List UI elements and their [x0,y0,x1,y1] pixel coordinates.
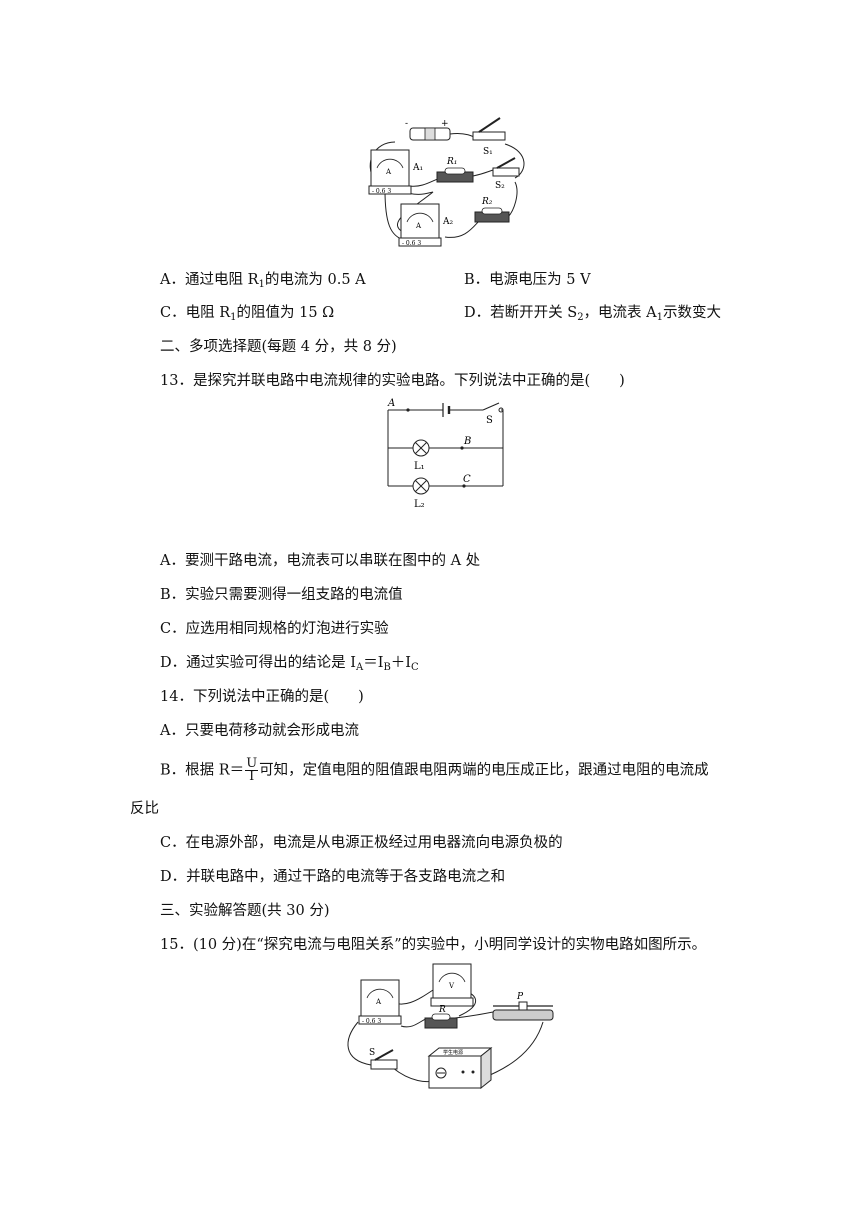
q12-option-c: C．电阻 R1的阻值为 15 Ω [160,303,334,328]
q12-a-pre: 通过电阻 R [184,272,259,288]
q12-a-label: A． [160,272,185,288]
q13-d-sub-a: A [355,662,364,673]
section-2-heading: 二、多项选择题(每题 4 分，共 8 分) [160,339,397,355]
q15-ammeter-scale: - 0.6 3 [362,1018,381,1025]
q15-circuit-figure: A - 0.6 3 V R P S 学生电源 [347,963,554,1090]
q12-a-post: 的电流为 0.5 A [264,272,366,288]
q14-option-b-cont: 反比 [130,801,159,817]
a2-label: A₂ [442,217,453,227]
q13-stem: 13．是探究并联电路中电流规律的实验电路。下列说法中正确的是( ) [160,373,625,389]
q12-option-d: D．若断开开关 S2，电流表 A1示数变大 [464,303,721,328]
q13-d-pre: D．通过实验可得出的结论是 I [160,655,356,671]
q12-c-sub: 1 [230,312,237,323]
q12-d-label: D． [464,305,491,321]
a1-scale: - 0.6 3 [372,188,391,195]
q13-option-d: D．通过实验可得出的结论是 IA＝IB＋IC [160,653,419,678]
q14-fraction-den: I [249,769,255,784]
q13-point-c: C [463,474,471,485]
q13-option-c: C．应选用相同规格的灯泡进行实验 [160,621,389,637]
q14-option-d: D．并联电路中，通过干路的电流等于各支路电流之和 [160,869,506,885]
q12-a-sub: 1 [258,279,265,290]
q13-lamp-l1: L₁ [414,461,425,472]
a2-meter-letter: A [415,222,422,230]
s2-label: S₂ [495,181,505,191]
a1-label: A₁ [412,163,423,173]
q12-d-mid: ，电流表 A [583,305,657,321]
q12-d-sub: 2 [577,312,584,323]
q14-b-pre: B．根据 R＝ [160,762,245,779]
s1-label: S₁ [483,147,493,157]
q15-ammeter-letter: A [375,998,382,1006]
q15-psu-label: 学生电源 [443,1049,463,1056]
q13-point-b: B [463,436,471,447]
q13-option-a: A．要测干路电流，电流表可以串联在图中的 A 处 [160,553,481,569]
q13-d-sub-c: C [411,662,419,673]
q13-circuit-diagram: A S B L₁ C L₂ [387,398,504,510]
q15-resistor-label: R [438,1005,446,1015]
q15-stem: 15．(10 分)在“探究电流与电阻关系”的实验中，小明同学设计的实物电路如图所… [160,937,707,953]
r2-label: R₂ [481,197,493,207]
q12-option-a: A．通过电阻 R1的电流为 0.5 A [160,270,366,295]
q14-option-c: C．在电源外部，电流是从电源正极经过用电器流向电源负极的 [160,835,563,851]
q14-stem: 14．下列说法中正确的是( ) [160,689,364,705]
q13-d-sub-b: B [383,662,391,673]
q12-c-post: 的阻值为 15 Ω [236,305,335,321]
r1-label: R₁ [446,157,457,167]
q15-slider-label: P [516,992,524,1002]
q13-d-mid2: ＋I [390,655,412,671]
q13-point-a: A [387,398,395,409]
q14-fraction-num: U [245,756,259,771]
a1-meter-letter: A [385,168,392,176]
section-3-heading: 三、实验解答题(共 30 分) [160,903,330,919]
q14-option-a: A．只要电荷移动就会形成电流 [160,723,359,739]
q13-option-b: B．实验只需要测得一组支路的电流值 [160,587,403,603]
q12-c-label: C． [160,305,186,321]
q15-switch-label: S [369,1048,375,1058]
q13-lamp-l2: L₂ [414,499,425,510]
q12-c-pre: 电阻 R [185,305,231,321]
q13-d-mid1: ＝I [363,655,384,671]
q12-b-text: 电源电压为 5 V [489,272,591,288]
q12-b-label: B． [464,272,490,288]
battery-minus-label: - [405,119,408,129]
q12-option-b: B．电源电压为 5 V [464,270,591,290]
battery-plus-label: + [441,119,449,129]
q12-circuit-figure: - + S₁ A - 0.6 3 A₁ R₁ S₂ A - 0.6 3 A₂ R… [368,117,525,247]
q15-voltmeter-letter: V [448,982,455,990]
q14-b-post: 可知，定值电阻的阻值跟电阻两端的电压成正比，跟通过电阻的电流成 [259,762,709,779]
q12-d-post: 示数变大 [663,305,722,321]
q13-switch-s: S [486,415,493,426]
q12-d-sub2: 1 [656,312,664,323]
a2-scale: - 0.6 3 [402,240,421,247]
q12-d-pre: 若断开开关 S [490,305,578,321]
